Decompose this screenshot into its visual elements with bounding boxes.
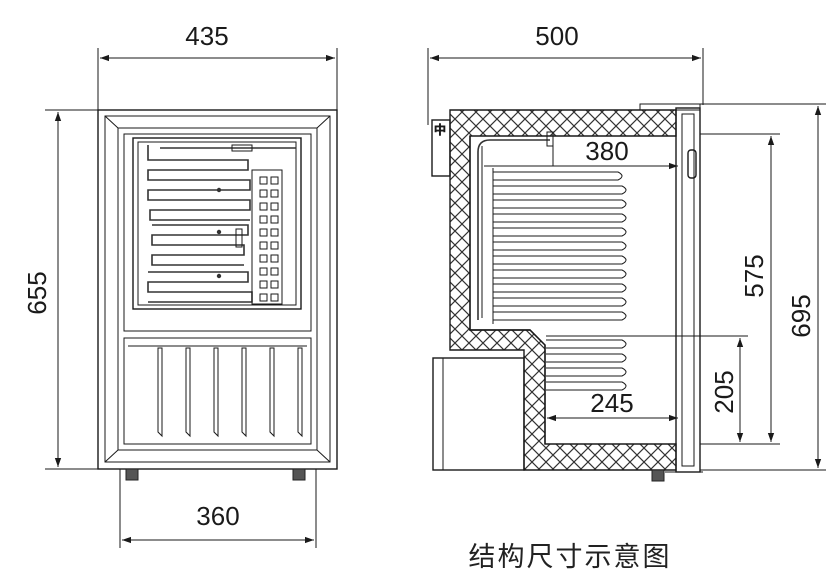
refrigerant-pipe xyxy=(477,139,550,320)
control-grid xyxy=(235,169,283,305)
lower-slats xyxy=(128,345,307,438)
inner-depth-dimension: 380 xyxy=(484,136,678,170)
lower-depth-dimension: 245 xyxy=(547,388,678,422)
diagram-caption: 结构尺寸示意图 xyxy=(469,542,672,573)
inner-height-label: 575 xyxy=(739,254,769,297)
front-inner-width-dimension: 360 xyxy=(119,469,317,548)
front-width-label: 435 xyxy=(185,21,228,51)
insulation-wall xyxy=(449,109,677,471)
side-foot xyxy=(651,469,665,482)
evaporator-fins xyxy=(492,168,627,391)
inner-depth-label: 380 xyxy=(585,136,628,166)
door-handle xyxy=(687,149,697,179)
lower-height-dimension: 205 xyxy=(709,338,744,442)
front-view: 435 655 xyxy=(22,21,338,548)
svg-text:中: 中 xyxy=(434,122,446,137)
lower-height-label: 205 xyxy=(709,370,739,413)
front-height-dimension: 655 xyxy=(22,109,120,470)
side-view: 500 中 xyxy=(427,21,826,482)
front-width-dimension: 435 xyxy=(97,21,338,110)
side-depth-label: 500 xyxy=(535,21,578,51)
rear-bracket xyxy=(431,119,451,177)
front-foot-right xyxy=(292,468,306,481)
front-inner-width-label: 360 xyxy=(196,501,239,531)
front-height-label: 655 xyxy=(22,271,52,314)
lower-depth-label: 245 xyxy=(590,388,633,418)
total-height-dimension: 695 xyxy=(786,106,822,468)
front-foot-left xyxy=(125,468,139,481)
front-cabinet-outline xyxy=(97,109,338,470)
compressor-housing xyxy=(432,357,525,471)
evaporator-panel xyxy=(132,137,302,310)
total-height-label: 695 xyxy=(786,294,816,337)
inner-height-dimension: 575 xyxy=(739,136,775,442)
side-depth-dimension: 500 xyxy=(427,21,704,125)
